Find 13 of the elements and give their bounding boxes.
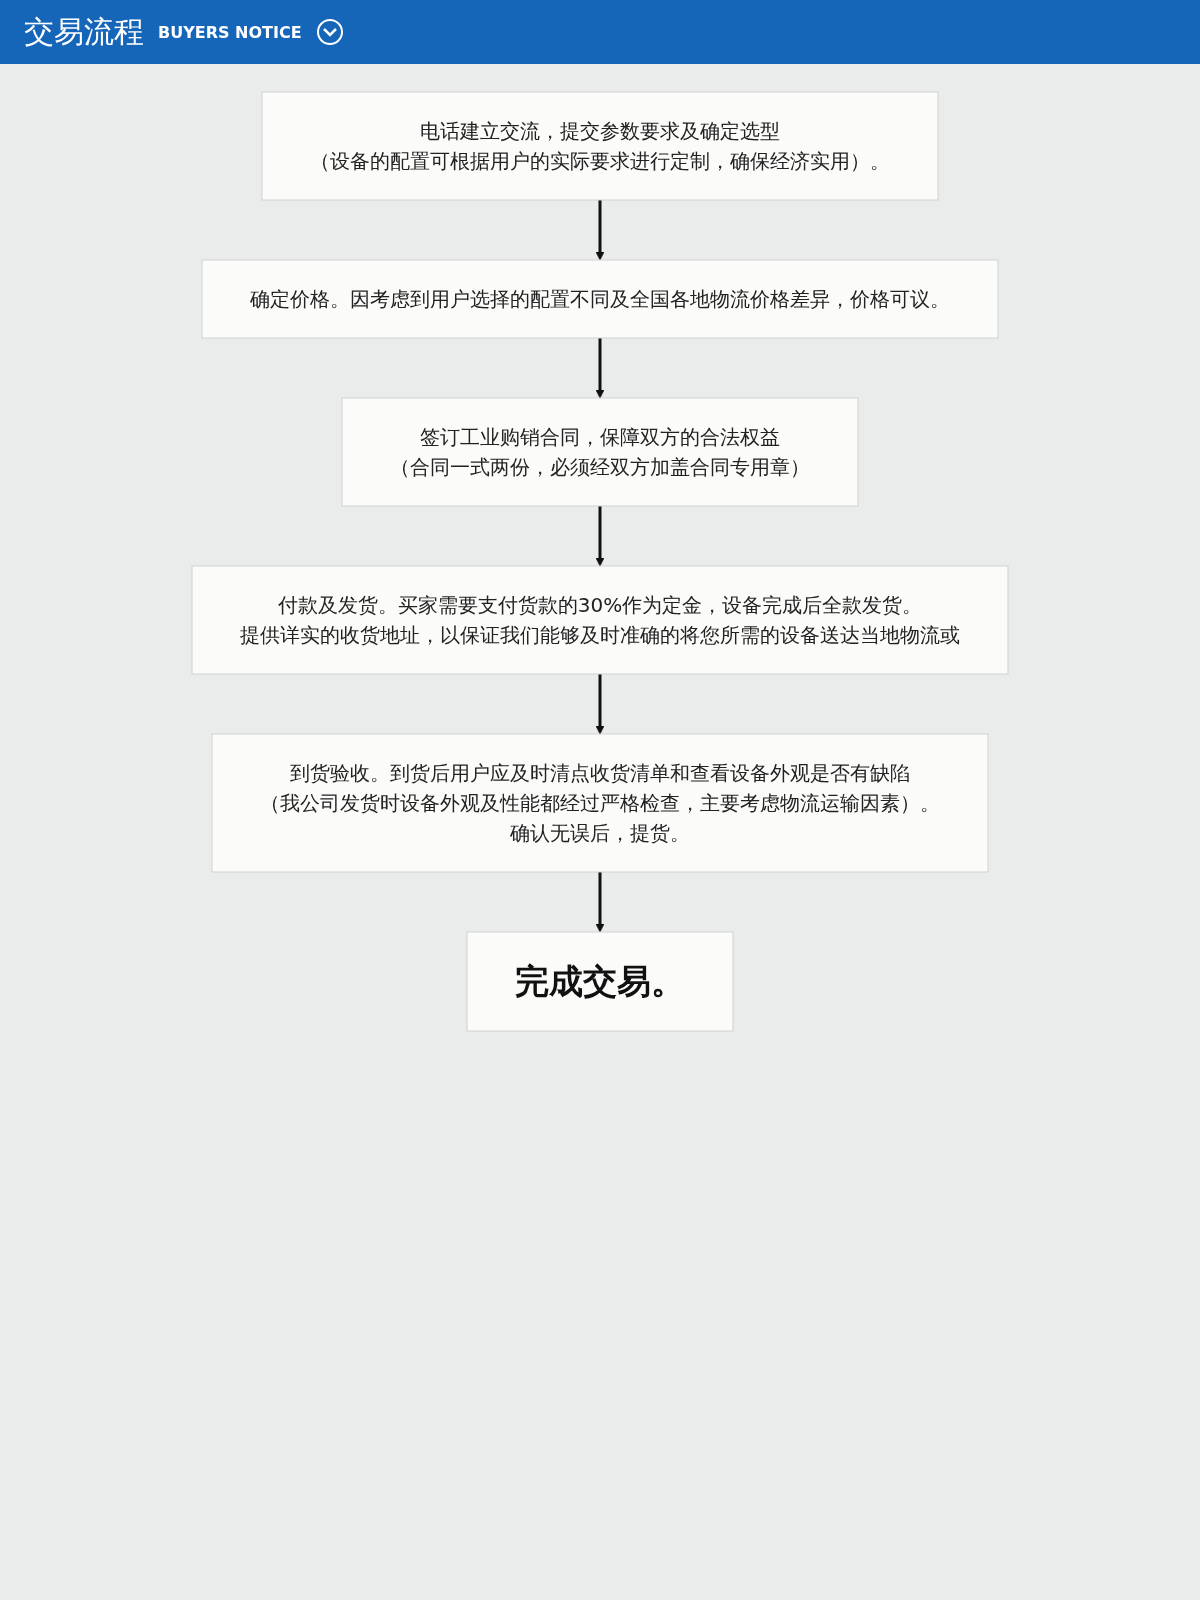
node-box: 电话建立交流，提交参数要求及确定选型 （设备的配置可根据用户的实际要求进行定制，确保经济实用）。	[261, 91, 939, 201]
node-box: 完成交易。	[466, 931, 734, 1032]
arrow	[595, 200, 605, 261]
arrow	[595, 872, 605, 933]
node-box: 签订工业购销合同，保障双方的合法权益 （合同一式两份，必须经双方加盖合同专用章）	[341, 397, 859, 507]
header-subtitle: BUYERS NOTICE	[158, 22, 302, 42]
node-box: 确定价格。因考虑到用户选择的配置不同及全国各地物流价格差异，价格可议。	[201, 259, 999, 339]
arrow	[595, 338, 605, 399]
header-title: 交易流程	[24, 12, 144, 51]
node-box: 付款及发货。买家需要支付货款的30%作为定金，设备完成后全款发货。 提供详实的收货地址，以保证我们能够及时准确的将您所需的设备送达当地物流或	[191, 565, 1009, 675]
arrow	[595, 506, 605, 567]
node-box: 到货验收。到货后用户应及时清点收货清单和查看设备外观是否有缺陷 （我公司发货时设备外观及性能都经过严格检查，主要考虑物流运输因素）。 确认无误后，提货。	[211, 733, 989, 873]
arrow	[595, 674, 605, 735]
